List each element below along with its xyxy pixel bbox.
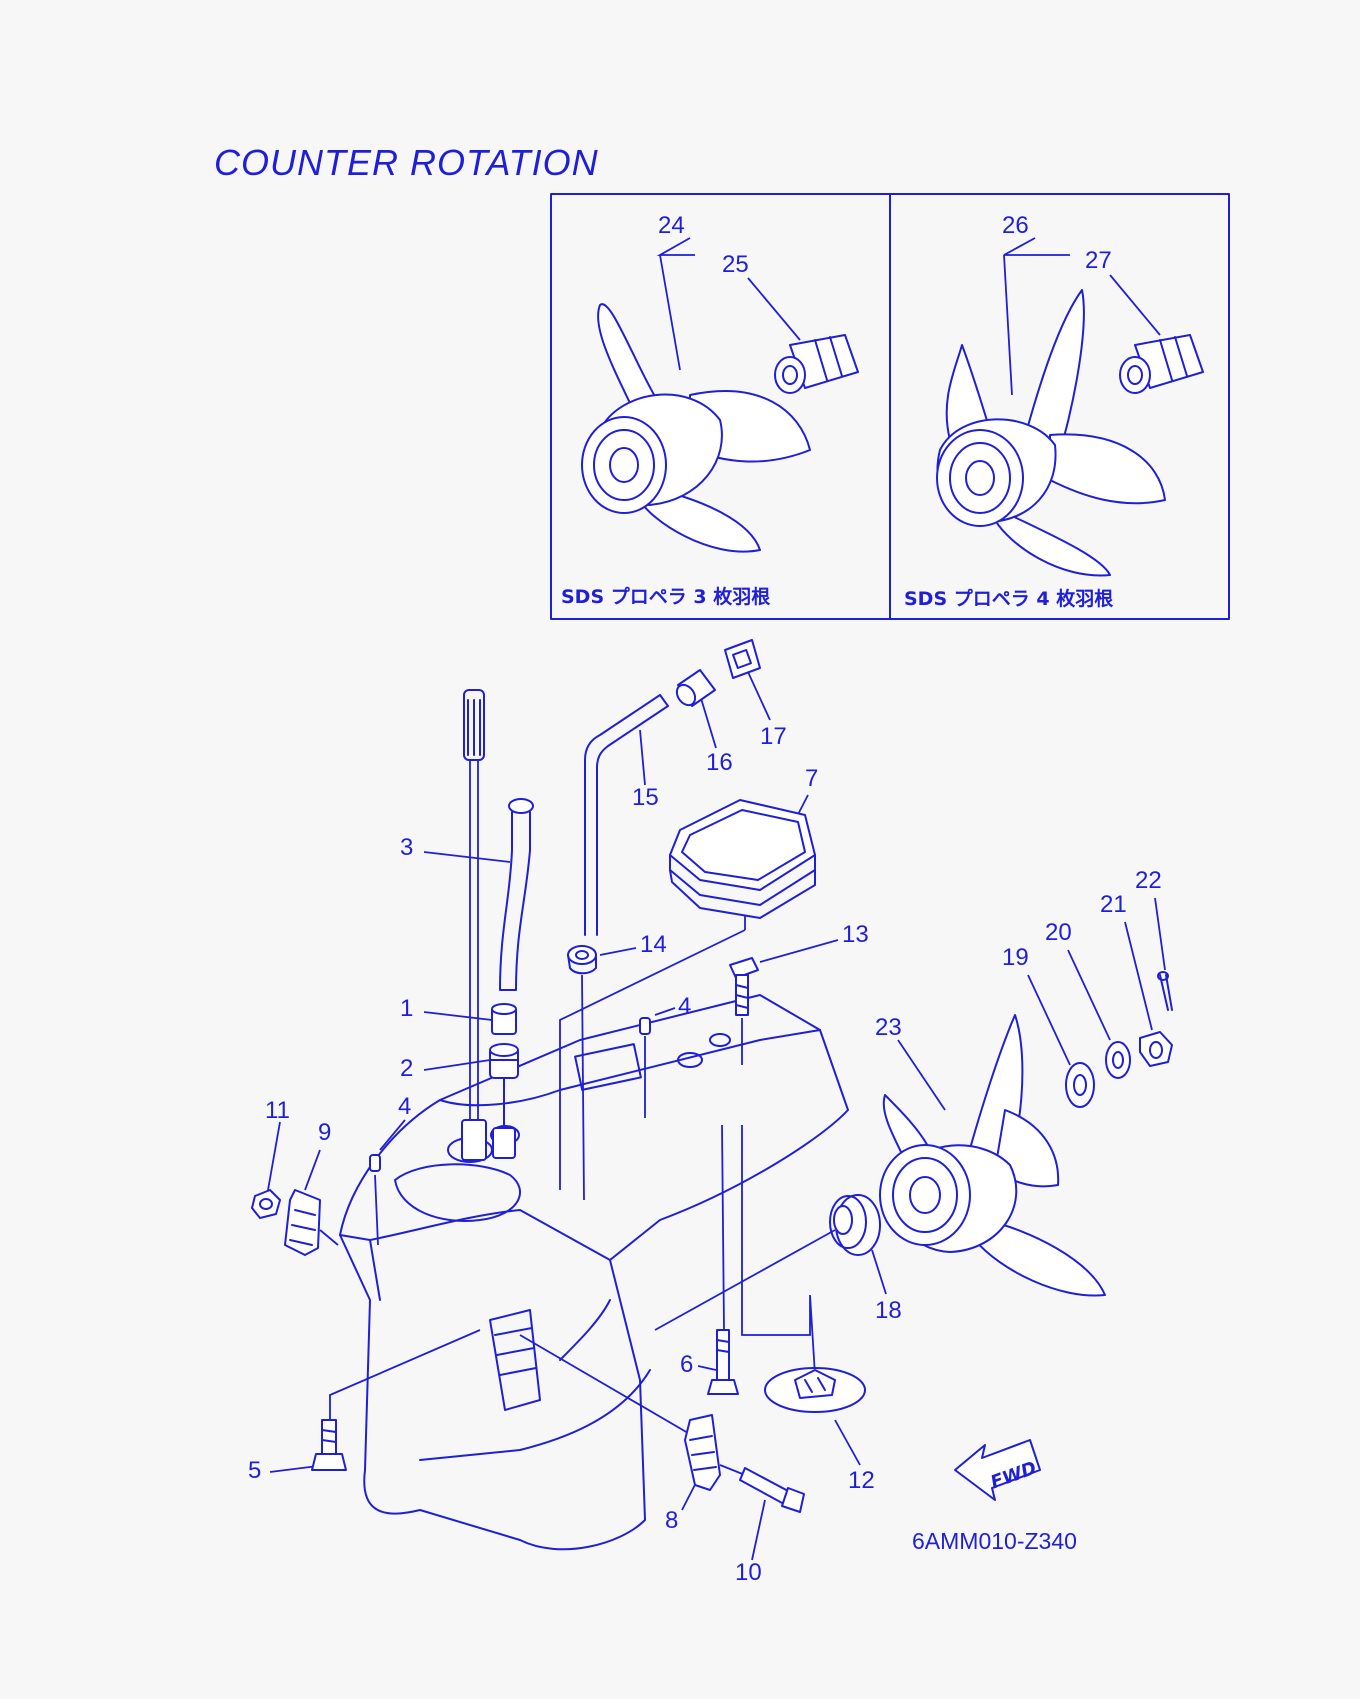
callout-5: 5 (248, 1457, 261, 1484)
callout-11: 11 (265, 1097, 290, 1124)
part-8-anode: 8 (519, 1334, 721, 1534)
propeller-3-blade-panel: SDS プロペラ 3 枚羽根 24 25 (561, 212, 859, 608)
diagram-title: COUNTER ROTATION (214, 142, 599, 183)
part-23-propeller: 23 (875, 1014, 1106, 1297)
callout-15: 15 (632, 784, 659, 811)
part-17-clip: 17 (724, 639, 787, 750)
part-16-bushing: 16 (675, 669, 733, 776)
callout-27: 27 (1085, 247, 1112, 274)
callout-14: 14 (640, 931, 667, 958)
callout-9: 9 (318, 1119, 331, 1146)
propeller-3-blade-icon (581, 303, 811, 553)
part-6-bolt: 6 (680, 1124, 739, 1395)
propeller-inset-frame (550, 193, 1230, 620)
callout-2: 2 (400, 1055, 413, 1082)
callout-4: 4 (398, 1093, 411, 1120)
part-18-thrust-washer: 18 (654, 1194, 902, 1331)
lower-casing-outline (339, 994, 849, 1551)
part-13-bolt: 13 (729, 921, 869, 1065)
callout-21: 21 (1100, 891, 1127, 918)
inset-caption-4-blade: SDS プロペラ 4 枚羽根 (904, 587, 1113, 610)
callout-20: 20 (1045, 919, 1072, 946)
part-9-anode: 9 (284, 1119, 339, 1256)
part-4-dowel-pin-left: 4 (369, 1093, 411, 1246)
propeller-nut-icon (774, 334, 859, 394)
callout-7: 7 (805, 765, 818, 792)
callout-10: 10 (735, 1559, 762, 1586)
part-10-bolt: 10 (719, 1464, 805, 1586)
callout-18: 18 (875, 1297, 902, 1324)
part-11-nut: 11 (251, 1097, 290, 1219)
part-22-cotter-pin: 22 (1135, 867, 1173, 1011)
fwd-arrow-icon: FWD (954, 1439, 1041, 1501)
callout-25: 25 (722, 251, 749, 278)
inset-caption-3-blade: SDS プロペラ 3 枚羽根 (561, 585, 770, 608)
callout-13: 13 (842, 921, 869, 948)
callout-17: 17 (760, 723, 787, 750)
part-19-spacer: 19 (1002, 944, 1095, 1108)
callout-16: 16 (706, 749, 733, 776)
callout-12: 12 (848, 1467, 875, 1494)
propeller-4-blade-icon (936, 289, 1166, 577)
callout-19: 19 (1002, 944, 1029, 971)
part-15-shift-rod: 15 (584, 694, 669, 936)
callout-23: 23 (875, 1014, 902, 1041)
callout-4-right: 4 (678, 993, 691, 1020)
part-12-trim-tab: 12 (741, 1125, 875, 1494)
part-7-gasket: 7 (559, 765, 818, 1190)
callout-6: 6 (680, 1351, 693, 1378)
part-1-grommet: 1 (400, 995, 517, 1035)
callout-26: 26 (1002, 212, 1029, 239)
propeller-4-blade-panel: SDS プロペラ 4 枚羽根 26 27 (904, 212, 1204, 610)
drive-shaft (461, 689, 487, 1161)
drawing-code: 6AMM010-Z340 (912, 1528, 1077, 1554)
part-5-bolt: 5 (248, 1329, 481, 1484)
callout-22: 22 (1135, 867, 1162, 894)
callout-8: 8 (665, 1507, 678, 1534)
part-14-oil-seal: 14 (567, 931, 667, 1201)
propeller-nut-icon (1119, 334, 1204, 394)
part-3-water-tube: 3 (400, 798, 534, 991)
callout-3: 3 (400, 834, 413, 861)
part-2-grommet: 2 (400, 1043, 519, 1159)
part-20-washer: 20 (1045, 919, 1131, 1079)
callout-1: 1 (400, 995, 413, 1022)
part-21-nut: 21 (1100, 891, 1173, 1067)
part-4-dowel-pin-right: 4 (639, 993, 691, 1118)
callout-24: 24 (658, 212, 685, 239)
